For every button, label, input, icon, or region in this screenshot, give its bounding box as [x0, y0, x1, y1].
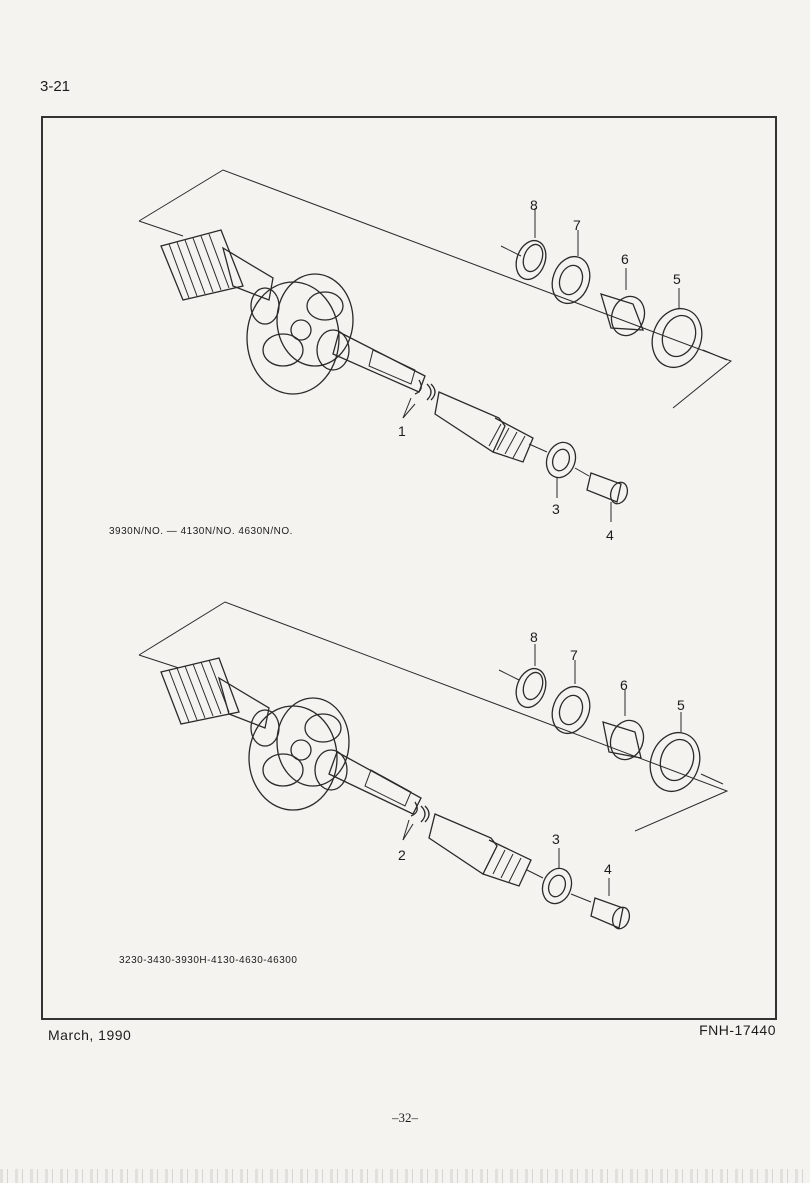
- bottom-part-7: [551, 685, 591, 735]
- top-shaft: [160, 229, 534, 463]
- top-part-5: [651, 307, 728, 369]
- bottom-callout-7: 7: [570, 647, 578, 663]
- bottom-part-5: [649, 731, 724, 793]
- footer-date: March, 1990: [48, 1027, 132, 1043]
- bottom-callout-3: 3: [552, 831, 560, 847]
- diagram-frame: 8 7 6 5 1 3 4 8 7 6 5 2 3 4 3930N/NO. — …: [41, 116, 777, 1020]
- top-callout-8: 8: [530, 197, 538, 213]
- bottom-leaders: [402, 644, 682, 896]
- footer-doc-number: FNH-17440: [699, 1022, 776, 1038]
- bottom-part-4: [590, 897, 631, 930]
- top-assembly: [138, 169, 732, 522]
- top-part-7: [551, 255, 591, 305]
- exploded-view-drawing: 8 7 6 5 1 3 4 8 7 6 5 2 3 4: [138, 169, 732, 930]
- bottom-diagram-caption: 3230-3430-3930H-4130-4630-46300: [119, 955, 298, 966]
- top-callout-4: 4: [606, 527, 614, 543]
- bottom-callout-5: 5: [677, 697, 685, 713]
- top-diagram-caption: 3930N/NO. — 4130N/NO. 4630N/NO.: [109, 526, 293, 537]
- top-part-4: [586, 472, 629, 505]
- bottom-part-3: [526, 867, 592, 905]
- top-callout-7: 7: [573, 217, 581, 233]
- top-callout-5: 5: [673, 271, 681, 287]
- bottom-callout-6: 6: [620, 677, 628, 693]
- bottom-assembly: [138, 601, 729, 930]
- top-leaders: [402, 208, 680, 522]
- top-part-3: [528, 441, 590, 479]
- bottom-callout-4: 4: [604, 861, 612, 877]
- bottom-part-8: [498, 667, 547, 709]
- bottom-callout-2: 2: [398, 847, 406, 863]
- top-part-8: [500, 239, 547, 281]
- scan-artifact-strip: [0, 1169, 810, 1183]
- top-callout-3: 3: [552, 501, 560, 517]
- top-callout-6: 6: [621, 251, 629, 267]
- bottom-part-6: [602, 719, 645, 761]
- top-base-plane: [138, 169, 732, 409]
- top-part-6: [600, 293, 646, 337]
- bottom-callout-8: 8: [530, 629, 538, 645]
- top-callout-1: 1: [398, 423, 406, 439]
- bottom-base-plane: [138, 601, 729, 832]
- page-code: 3-21: [40, 78, 71, 95]
- page-number: –32–: [392, 1110, 418, 1125]
- bottom-shaft: [160, 657, 532, 887]
